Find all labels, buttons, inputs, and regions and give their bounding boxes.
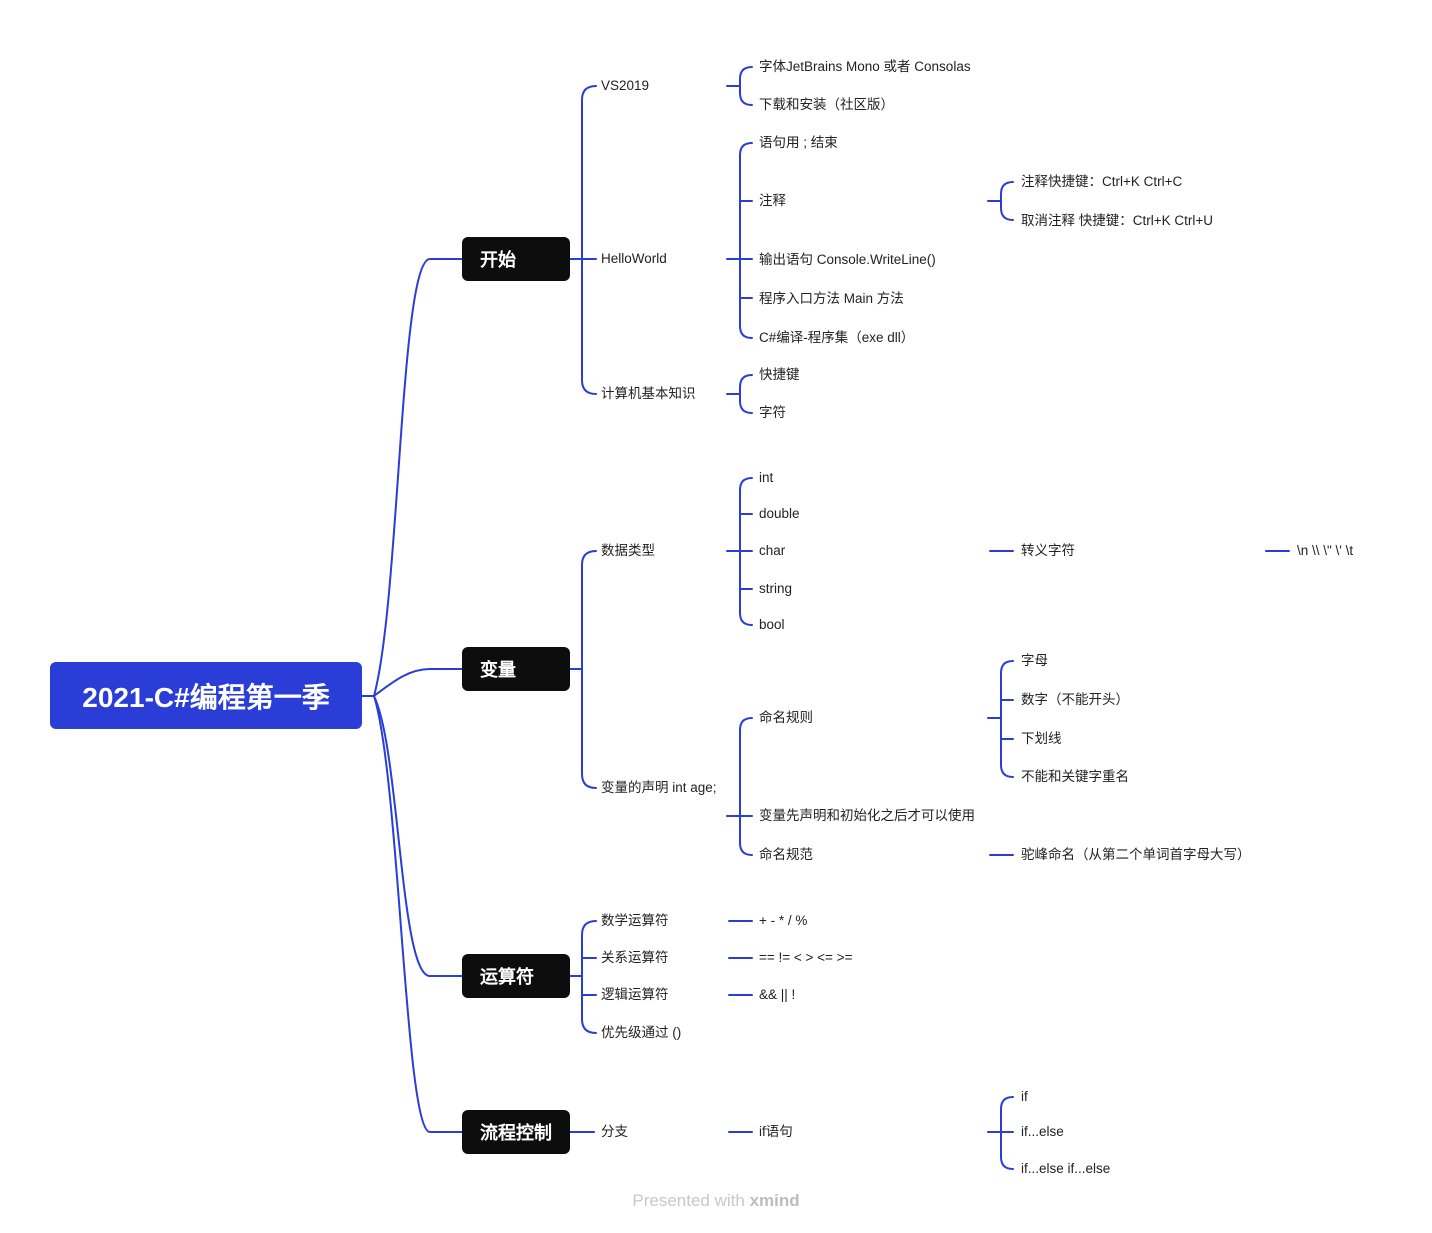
naming-rules[interactable]: 命名规则 xyxy=(759,710,813,725)
type-double[interactable]: double xyxy=(759,506,800,521)
rule-digits[interactable]: 数字（不能开头） xyxy=(1021,692,1129,707)
subtopic-helloworld[interactable]: HelloWorld xyxy=(601,251,667,266)
hello-output[interactable]: 输出语句 Console.WriteLine() xyxy=(759,252,936,267)
topic-variables[interactable]: 变量 xyxy=(462,647,570,691)
flow-if[interactable]: if xyxy=(1021,1089,1028,1104)
hello-main-method[interactable]: 程序入口方法 Main 方法 xyxy=(759,291,904,306)
subtopic-declaration[interactable]: 变量的声明 int age; xyxy=(601,780,717,795)
flow-branch[interactable]: 分支 xyxy=(601,1124,628,1139)
xmind-logo: xmind xyxy=(749,1191,800,1210)
hello-comment[interactable]: 注释 xyxy=(759,193,786,208)
type-int[interactable]: int xyxy=(759,470,774,485)
escape-values[interactable]: \n \\ \" \' \t xyxy=(1297,543,1354,558)
uncomment-shortcut[interactable]: 取消注释 快捷键：Ctrl+K Ctrl+U xyxy=(1021,213,1214,228)
op-math-values[interactable]: + - * / % xyxy=(759,913,808,928)
flow-if-statement[interactable]: if语句 xyxy=(759,1124,793,1139)
naming-convention[interactable]: 命名规范 xyxy=(759,847,813,862)
vs2019-download[interactable]: 下载和安装（社区版） xyxy=(759,97,894,112)
footer-credit: Presented with xmind xyxy=(0,1191,1432,1211)
flow-if-else[interactable]: if...else xyxy=(1021,1124,1064,1139)
op-relational-values[interactable]: == != < > <= >= xyxy=(759,950,853,965)
op-logical-values[interactable]: && || ! xyxy=(759,987,796,1002)
rule-underscore[interactable]: 下划线 xyxy=(1021,731,1062,746)
op-logical[interactable]: 逻辑运算符 xyxy=(601,987,669,1002)
op-math[interactable]: 数学运算符 xyxy=(601,913,669,928)
topic-operators[interactable]: 运算符 xyxy=(462,954,570,998)
basics-characters[interactable]: 字符 xyxy=(759,405,786,420)
topic-flow-control[interactable]: 流程控制 xyxy=(462,1110,570,1154)
escape-characters[interactable]: 转义字符 xyxy=(1021,543,1075,558)
vs2019-font[interactable]: 字体JetBrains Mono 或者 Consolas xyxy=(759,59,971,74)
op-precedence[interactable]: 优先级通过 () xyxy=(601,1025,682,1040)
declare-before-use[interactable]: 变量先声明和初始化之后才可以使用 xyxy=(759,808,975,823)
camel-case[interactable]: 驼峰命名（从第二个单词首字母大写） xyxy=(1021,847,1251,862)
subtopic-datatypes[interactable]: 数据类型 xyxy=(601,543,655,558)
topic-start[interactable]: 开始 xyxy=(462,237,570,281)
op-relational[interactable]: 关系运算符 xyxy=(601,950,669,965)
flow-if-else-if[interactable]: if...else if...else xyxy=(1021,1161,1111,1176)
rule-no-keyword[interactable]: 不能和关键字重名 xyxy=(1021,769,1129,784)
type-char[interactable]: char xyxy=(759,543,786,558)
subtopic-vs2019[interactable]: VS2019 xyxy=(601,78,650,93)
type-bool[interactable]: bool xyxy=(759,617,785,632)
hello-compile[interactable]: C#编译-程序集（exe dll） xyxy=(759,330,915,345)
hello-statement-end[interactable]: 语句用 ; 结束 xyxy=(759,135,838,150)
type-string[interactable]: string xyxy=(759,581,793,596)
rule-letters[interactable]: 字母 xyxy=(1021,653,1048,668)
footer-prefix: Presented with xyxy=(632,1191,750,1210)
root-topic[interactable]: 2021-C#编程第一季 xyxy=(50,662,362,729)
comment-shortcut[interactable]: 注释快捷键：Ctrl+K Ctrl+C xyxy=(1021,174,1183,189)
subtopic-computer-basics[interactable]: 计算机基本知识 xyxy=(601,386,696,401)
basics-shortcuts[interactable]: 快捷键 xyxy=(759,367,800,382)
